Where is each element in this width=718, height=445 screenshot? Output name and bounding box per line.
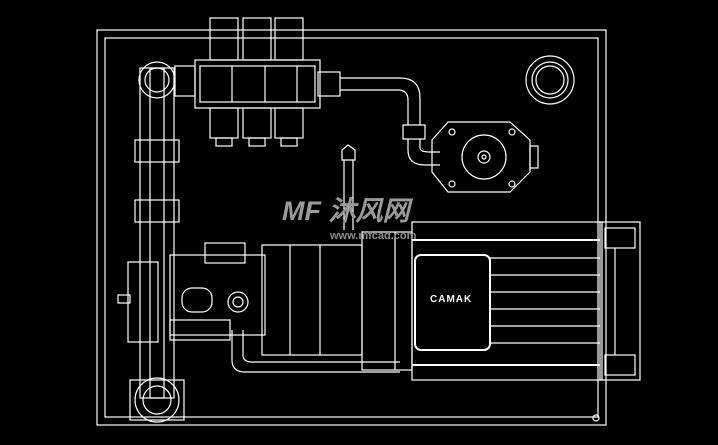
nameplate: [414, 254, 491, 351]
watermark-brand: MF 沐风网: [282, 196, 410, 226]
motor: [261, 221, 641, 381]
pressure-pipe: [317, 71, 440, 166]
motor-label: CAMAK: [430, 294, 473, 305]
suction-pipe: [129, 61, 196, 423]
watermark-brand-text: 沐风网: [328, 196, 410, 226]
filler-cap: [525, 55, 575, 105]
watermark-logo: MF: [282, 196, 321, 226]
pump-head: [117, 242, 400, 373]
mounting-hole-icon: [592, 414, 600, 422]
filter: [431, 121, 539, 193]
cooling-fins: [490, 257, 600, 344]
valve-stack: [194, 17, 321, 147]
watermark-url: www.mfcad.com: [330, 230, 417, 242]
fitting: [341, 144, 356, 230]
